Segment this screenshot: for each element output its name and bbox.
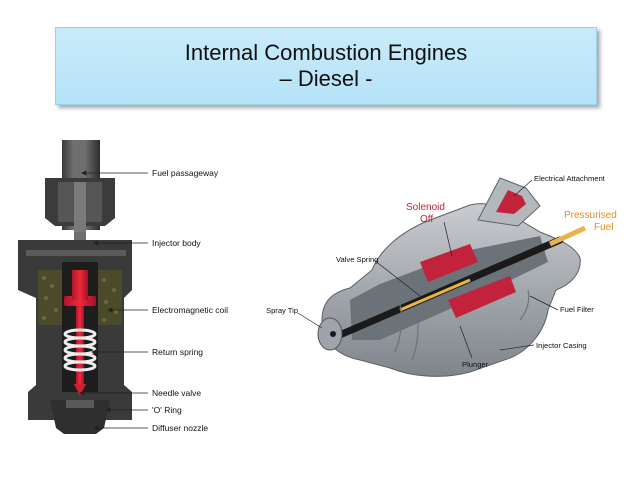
label-injector-casing: Injector Casing [536, 341, 587, 350]
label-spray-tip: Spray Tip [266, 306, 298, 315]
pressurised-fuel-line [548, 225, 587, 247]
label-o-ring: 'O' Ring [152, 405, 182, 415]
label-valve-spring: Valve Spring [336, 255, 379, 264]
left-injector-diagram [18, 140, 132, 434]
right-leader-lines [297, 179, 559, 359]
return-spring-coil [63, 328, 97, 372]
label-plunger: Plunger [462, 360, 489, 369]
label-needle-valve: Needle valve [152, 388, 201, 398]
coil-right [98, 270, 122, 325]
label-electromagnetic-coil: Electromagnetic coil [152, 305, 228, 315]
label-fuel-filter: Fuel Filter [560, 305, 594, 314]
solenoid-coil-upper [420, 244, 478, 282]
label-solenoid-line2: Off [420, 214, 433, 225]
solenoid-coil-lower [448, 276, 516, 318]
label-electrical-attachment: Electrical Attachment [534, 174, 606, 183]
label-pressurised-line1: Pressurised [564, 210, 617, 221]
fuel-line-interior [399, 278, 471, 312]
needle-tip [74, 384, 86, 396]
label-pressurised-line2: Fuel [594, 222, 613, 233]
label-solenoid-line1: Solenoid [406, 202, 445, 213]
diffuser-nozzle-part [50, 400, 110, 434]
slide-title-line2: – Diesel - [279, 66, 373, 91]
coil-left [38, 270, 62, 325]
label-diffuser-nozzle: Diffuser nozzle [152, 423, 208, 433]
slide-title-line1: Internal Combustion Engines [184, 40, 468, 65]
left-leader-lines [79, 170, 148, 431]
right-injector-diagram [317, 177, 587, 377]
slide-title-box: Internal Combustion Engines – Diesel - [55, 27, 597, 105]
label-return-spring: Return spring [152, 347, 203, 357]
label-fuel-passageway: Fuel passageway [152, 168, 219, 178]
label-injector-body: Injector body [152, 238, 201, 248]
